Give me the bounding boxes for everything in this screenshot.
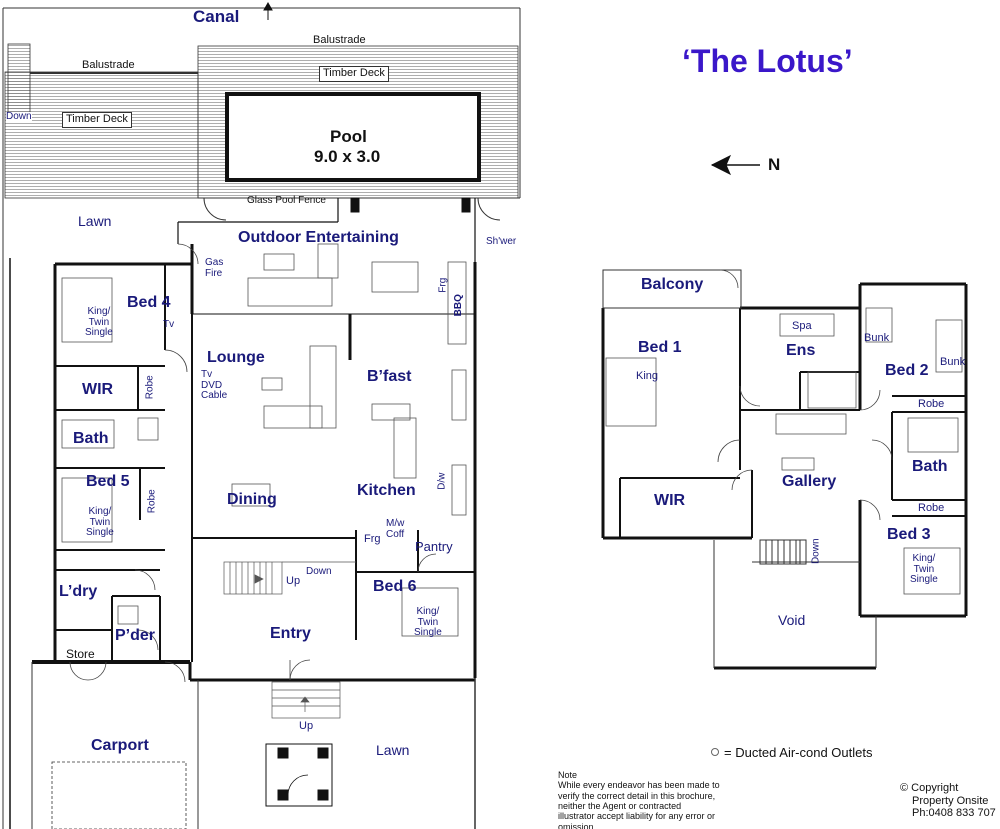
carport-label: Carport	[91, 737, 149, 754]
up-stairs-label: Up	[286, 575, 301, 587]
bed4-label: Bed 4	[127, 294, 171, 311]
internal-stairs	[223, 561, 356, 595]
pool-size-label: 9.0 x 3.0	[314, 147, 381, 166]
upper-balcony-void	[602, 269, 877, 668]
house-outer-walls	[9, 244, 477, 829]
robe1-label: Robe	[918, 398, 945, 410]
upper-furniture	[605, 307, 963, 595]
copyright-line2: Property Onsite	[912, 794, 989, 807]
furniture-ground	[61, 243, 467, 637]
timber-deck-left	[4, 71, 199, 199]
dw-label: D/w	[436, 472, 448, 490]
balcony-label: Balcony	[641, 276, 704, 293]
bed5-bed-label: King/ Twin Single	[86, 506, 114, 538]
mw-label: M/w Coff	[386, 518, 405, 540]
outdoor-area-walls	[177, 197, 476, 262]
dining-label: Dining	[227, 491, 277, 508]
shower-label: Sh'wer	[486, 236, 517, 247]
robe2-label: Robe	[918, 502, 945, 514]
upper-doors	[717, 269, 893, 521]
spa-label: Spa	[792, 320, 812, 332]
pantry-label: Pantry	[415, 539, 453, 554]
copyright-symbol: ©	[900, 782, 909, 794]
copyright-block: © Copyright Property Onsite Ph:0408 833 …	[900, 782, 996, 820]
balustrade-left-label: Balustrade	[82, 59, 135, 71]
note-body: While every endeavor has been made to ve…	[558, 780, 720, 829]
ldry-label: L’dry	[59, 583, 98, 600]
aircon-dot-legend	[711, 748, 719, 756]
upper-down-label: Down	[810, 538, 822, 565]
pool	[225, 92, 481, 182]
carport	[31, 662, 476, 829]
bath-label: Bath	[73, 430, 109, 447]
bunk2-label: Bunk	[940, 356, 966, 368]
copyright-line3: Ph:0408 833 707	[912, 807, 996, 820]
robe-wir-label: Robe	[144, 375, 156, 400]
lounge-label: Lounge	[207, 349, 265, 366]
tv-dvd-label: Tv DVD Cable	[201, 369, 228, 401]
north-compass	[710, 154, 760, 176]
timber-deck-left-label: Timber Deck	[62, 112, 132, 128]
outdoor-entertaining-label: Outdoor Entertaining	[238, 229, 399, 246]
bed1-label: Bed 1	[638, 339, 682, 356]
up-entry-label: Up	[299, 720, 314, 732]
bunk1-label: Bunk	[864, 332, 890, 344]
king-label: King	[636, 370, 659, 382]
upper-wir-label: WIR	[654, 492, 686, 509]
bed6-label: Bed 6	[373, 578, 417, 595]
bed4-bed-label: King/ Twin Single	[85, 306, 113, 338]
tv-bed4-label: Tv	[163, 319, 175, 330]
void-label: Void	[778, 612, 806, 628]
canal-arrow	[263, 1, 273, 20]
deck-down-label: Down	[6, 111, 32, 123]
doors-ground	[69, 243, 437, 683]
store-label: Store	[66, 647, 95, 661]
disclaimer-note: Note While every endeavor has been made …	[558, 770, 758, 829]
down-stairs-label: Down	[306, 566, 332, 577]
deck-stairs	[7, 43, 31, 121]
robe-bed5-label: Robe	[146, 489, 158, 514]
wir-label: WIR	[82, 381, 114, 398]
house-interior-walls	[55, 264, 475, 662]
balustrade-right-label: Balustrade	[313, 34, 366, 46]
bed2-label: Bed 2	[885, 362, 929, 379]
lawn-top-label: Lawn	[78, 213, 112, 229]
gallery-label: Gallery	[782, 473, 837, 490]
copyright-line1: © Copyright	[900, 782, 959, 794]
kitchen-label: Kitchen	[357, 482, 416, 499]
upper-bath-label: Bath	[912, 458, 948, 475]
north-label: N	[768, 155, 781, 174]
canal-label: Canal	[193, 7, 240, 26]
front-gate	[265, 743, 333, 807]
bed5-label: Bed 5	[86, 473, 130, 490]
timber-deck-left-top	[30, 72, 198, 74]
note-heading: Note	[558, 770, 578, 780]
frg-kitchen-label: Frg	[364, 533, 381, 545]
bed6-bed-label: King/ Twin Single	[414, 606, 442, 638]
pder-label: P’der	[115, 627, 156, 644]
upper-outer-walls	[601, 282, 968, 670]
bfast-label: B’fast	[367, 368, 412, 385]
aircon-legend-label: = Ducted Air-cond Outlets	[724, 745, 873, 760]
gas-fire-label: Gas Fire	[205, 257, 224, 279]
bed3-label: Bed 3	[887, 526, 931, 543]
entry-steps	[271, 681, 341, 719]
frg-outdoor-label: Frg	[437, 277, 449, 293]
ens-label: Ens	[786, 342, 816, 359]
bed3-bed-label: King/ Twin Single	[910, 553, 938, 585]
glass-fence-label: Glass Pool Fence	[247, 195, 326, 206]
pool-label: Pool	[330, 127, 367, 146]
bbq-label: BBQ	[452, 294, 464, 317]
timber-deck-right-label: Timber Deck	[319, 66, 389, 82]
site-boundary	[2, 7, 521, 829]
entry-label: Entry	[270, 625, 311, 642]
plan-title: ‘The Lotus’	[682, 43, 853, 79]
lawn-bottom-label: Lawn	[376, 742, 410, 758]
